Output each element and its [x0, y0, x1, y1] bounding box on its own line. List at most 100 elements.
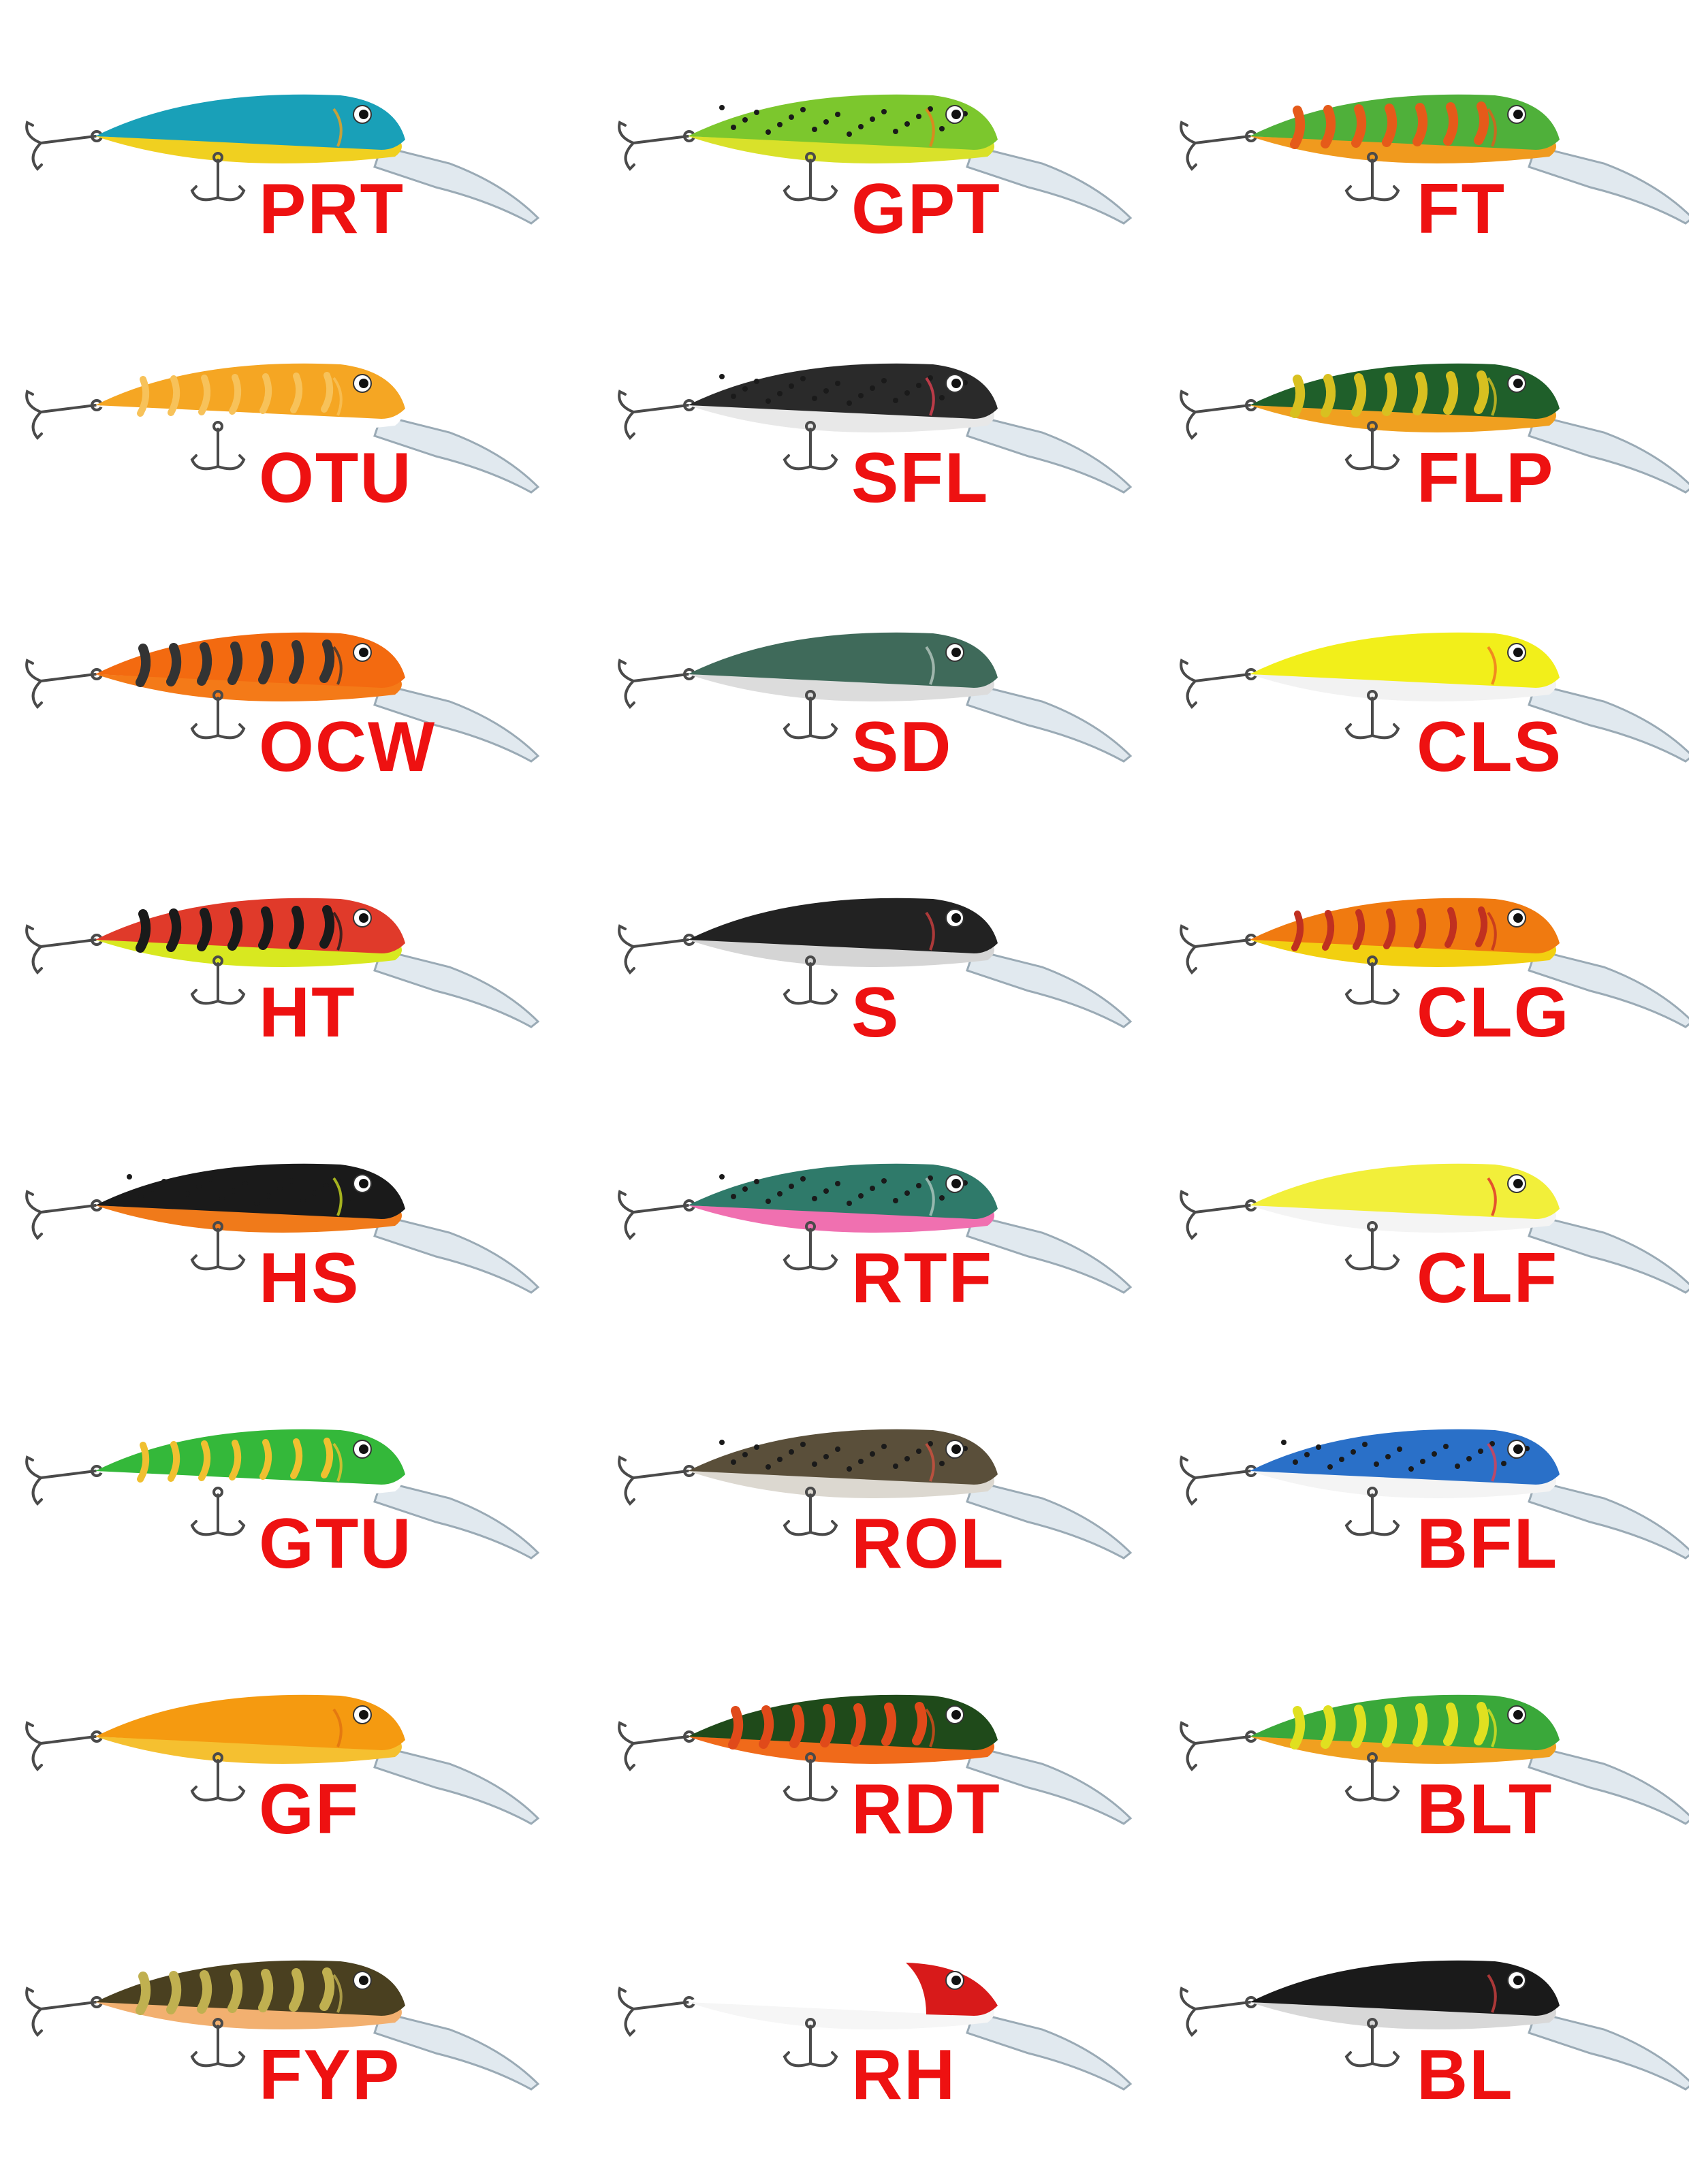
lure-icon — [25, 1960, 540, 2091]
rear-hook-icon — [25, 121, 103, 171]
lure-icon — [25, 898, 540, 1028]
lure-pupil — [1513, 648, 1523, 657]
lure-body — [688, 898, 998, 953]
rear-hook-icon — [25, 1721, 103, 1771]
rear-hook-icon — [618, 390, 695, 440]
lure-card-gf: GF — [14, 1648, 576, 1918]
lure-pupil — [359, 110, 368, 119]
treble-hook-icon — [783, 2018, 838, 2068]
diving-lip — [373, 1480, 540, 1560]
gill-line — [332, 108, 343, 147]
lure-code-label: CLF — [1417, 1239, 1559, 1318]
lure-card-ht: HT — [14, 851, 576, 1122]
treble-hook-icon — [1344, 955, 1400, 1005]
lure-icon — [618, 632, 1133, 763]
gill-line — [925, 1708, 935, 1747]
lure-code-label: ROL — [851, 1504, 1005, 1583]
diving-lip — [966, 1214, 1133, 1294]
rear-hook-icon — [618, 121, 695, 171]
lure-code-label: BLT — [1417, 1770, 1553, 1849]
lure-pattern — [1290, 101, 1489, 149]
lure-pattern — [1281, 1440, 1530, 1472]
treble-hook-icon — [190, 1221, 246, 1271]
lure-card-prt: PRT — [14, 48, 576, 318]
lure-pattern — [1290, 1702, 1489, 1750]
lure-code-label: CLG — [1417, 973, 1570, 1052]
lure-pupil — [951, 648, 961, 657]
lure-body — [95, 94, 405, 150]
gill-line — [332, 911, 343, 951]
lure-pattern — [1290, 370, 1489, 418]
treble-hook-icon — [783, 1221, 838, 1271]
lure-icon — [25, 1429, 540, 1560]
lure-card-rtf: RTF — [606, 1117, 1169, 1387]
gill-line — [1487, 646, 1497, 685]
lure-pupil — [359, 1976, 368, 1985]
lure-code-label: RTF — [851, 1239, 994, 1318]
rear-hook-icon — [25, 1987, 103, 2037]
treble-hook-icon — [1344, 1221, 1400, 1271]
lure-code-label: GPT — [851, 170, 1001, 249]
lure-card-gpt: GPT — [606, 48, 1169, 318]
gill-line — [1487, 1177, 1497, 1216]
lure-card-ocw: OCW — [14, 586, 576, 856]
gill-line — [1487, 377, 1497, 416]
rear-hook-icon — [618, 659, 695, 709]
treble-hook-icon — [190, 2018, 246, 2068]
lure-code-label: FLP — [1417, 439, 1555, 518]
lure-icon — [1180, 1960, 1689, 2091]
diving-lip — [966, 1745, 1133, 1825]
lure-card-clg: CLG — [1168, 851, 1689, 1122]
diving-lip — [966, 683, 1133, 763]
lure-body — [1250, 632, 1560, 688]
lure-icon — [1180, 1694, 1689, 1825]
lure-pupil — [1513, 1710, 1523, 1720]
lure-body — [1250, 1163, 1560, 1219]
gill-line — [332, 1974, 343, 2013]
lure-pupil — [951, 379, 961, 388]
rear-hook-icon — [1180, 659, 1257, 709]
lure-icon — [618, 1429, 1133, 1560]
lure-code-label: PRT — [259, 170, 405, 249]
lure-icon — [618, 94, 1133, 225]
lure-body — [1250, 1960, 1560, 2016]
lure-pupil — [359, 379, 368, 388]
treble-hook-icon — [783, 955, 838, 1005]
lure-pupil — [951, 1444, 961, 1454]
gill-line — [925, 108, 935, 147]
lure-code-label: RH — [851, 2036, 957, 2115]
rear-hook-icon — [25, 924, 103, 975]
lure-body — [688, 632, 998, 688]
rear-hook-icon — [25, 1190, 103, 1240]
lure-icon — [1180, 632, 1689, 763]
lure-pupil — [1513, 1976, 1523, 1985]
lure-body — [95, 1694, 405, 1750]
lure-pupil — [1513, 110, 1523, 119]
treble-hook-icon — [1344, 1752, 1400, 1802]
diving-lip — [966, 1480, 1133, 1560]
lure-icon — [25, 1163, 540, 1294]
treble-hook-icon — [1344, 2018, 1400, 2068]
gill-line — [925, 1974, 935, 2013]
rear-hook-icon — [25, 1455, 103, 1506]
lure-code-label: FYP — [259, 2036, 401, 2115]
lure-icon — [25, 94, 540, 225]
diving-lip — [966, 145, 1133, 225]
gill-line — [925, 646, 935, 685]
lure-card-rh: RH — [606, 1914, 1169, 2184]
lure-icon — [1180, 1429, 1689, 1560]
lure-code-label: BL — [1417, 2036, 1514, 2115]
rear-hook-icon — [1180, 121, 1257, 171]
diving-lip — [373, 1214, 540, 1294]
treble-hook-icon — [190, 421, 246, 471]
gill-line — [925, 377, 935, 416]
gill-line — [925, 911, 935, 951]
diving-lip — [1528, 2011, 1689, 2091]
rear-hook-icon — [618, 1455, 695, 1506]
gill-line — [1487, 1708, 1497, 1747]
lure-card-gtu: GTU — [14, 1382, 576, 1653]
rear-hook-icon — [618, 1721, 695, 1771]
lure-code-label: RDT — [851, 1770, 1001, 1849]
lure-pupil — [951, 1179, 961, 1188]
